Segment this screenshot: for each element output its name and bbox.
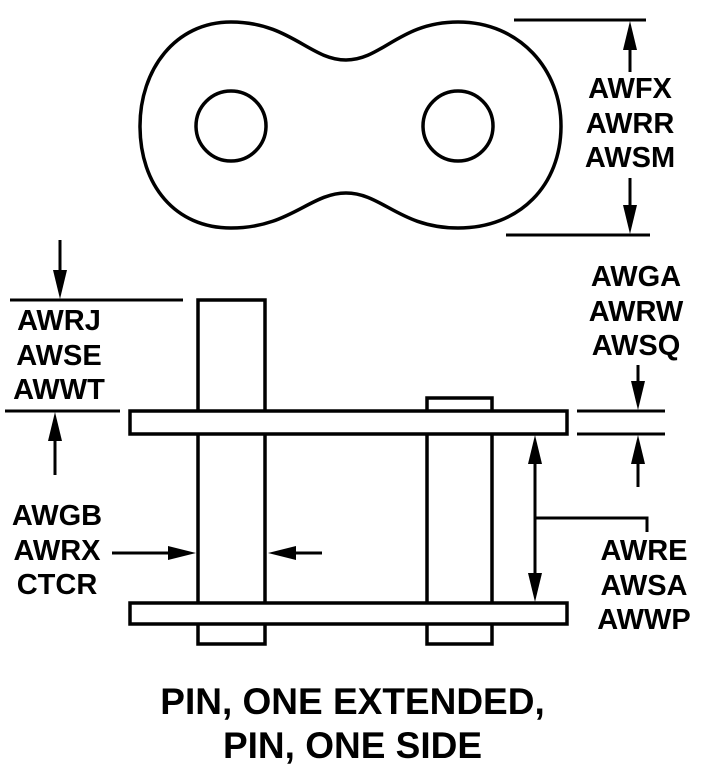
label-plate-thickness: AWGA AWRW AWSQ: [580, 260, 692, 364]
side-plate-top: [128, 409, 569, 436]
arrow-down-icon: [528, 573, 542, 602]
arrow-down-icon: [631, 381, 645, 410]
label-line: AWRR: [585, 107, 675, 140]
arrow-up-icon: [48, 412, 62, 441]
side-plate-bottom: [128, 601, 569, 626]
pin-hole-left: [194, 89, 268, 163]
label-plate-height: AWFX AWRR AWSM: [574, 72, 686, 176]
pin-hole-right: [421, 89, 495, 163]
title-line-1: PIN, ONE EXTENDED,: [160, 681, 545, 722]
label-line: AWSM: [584, 142, 676, 174]
label-line: AWWP: [597, 604, 691, 636]
inside-width-leader: [535, 516, 649, 532]
label-line: AWRJ: [17, 305, 101, 337]
label-line: AWSE: [16, 339, 102, 372]
label-line: AWSA: [600, 569, 688, 602]
label-pin-diameter: AWGB AWRX CTCR: [2, 499, 112, 603]
arrow-up-icon: [528, 435, 542, 464]
label-line: CTCR: [16, 569, 98, 601]
label-line: AWWT: [13, 374, 105, 406]
arrow-up-icon: [631, 435, 645, 464]
diagram-title: PIN, ONE EXTENDED, PIN, ONE SIDE: [0, 680, 705, 768]
label-line: AWRX: [13, 534, 101, 567]
label-line: AWGA: [590, 261, 682, 293]
label-pin-extension: AWRJ AWSE AWWT: [4, 304, 114, 408]
arrow-left-icon: [268, 546, 296, 560]
arrow-down-icon: [53, 270, 67, 299]
arrow-down-icon: [623, 205, 637, 234]
title-line-2: PIN, ONE SIDE: [222, 725, 483, 766]
label-line: AWSQ: [591, 330, 681, 362]
link-plate-outline: [138, 20, 563, 230]
label-line: AWFX: [588, 73, 672, 105]
label-line: AWGB: [11, 500, 103, 532]
label-line: AWRW: [588, 295, 684, 328]
left-pin-extended: [196, 298, 267, 646]
label-line: AWRE: [600, 535, 688, 567]
arrow-up-icon: [623, 21, 637, 50]
arrow-right-icon: [168, 546, 196, 560]
label-inside-width: AWRE AWSA AWWP: [588, 534, 700, 638]
